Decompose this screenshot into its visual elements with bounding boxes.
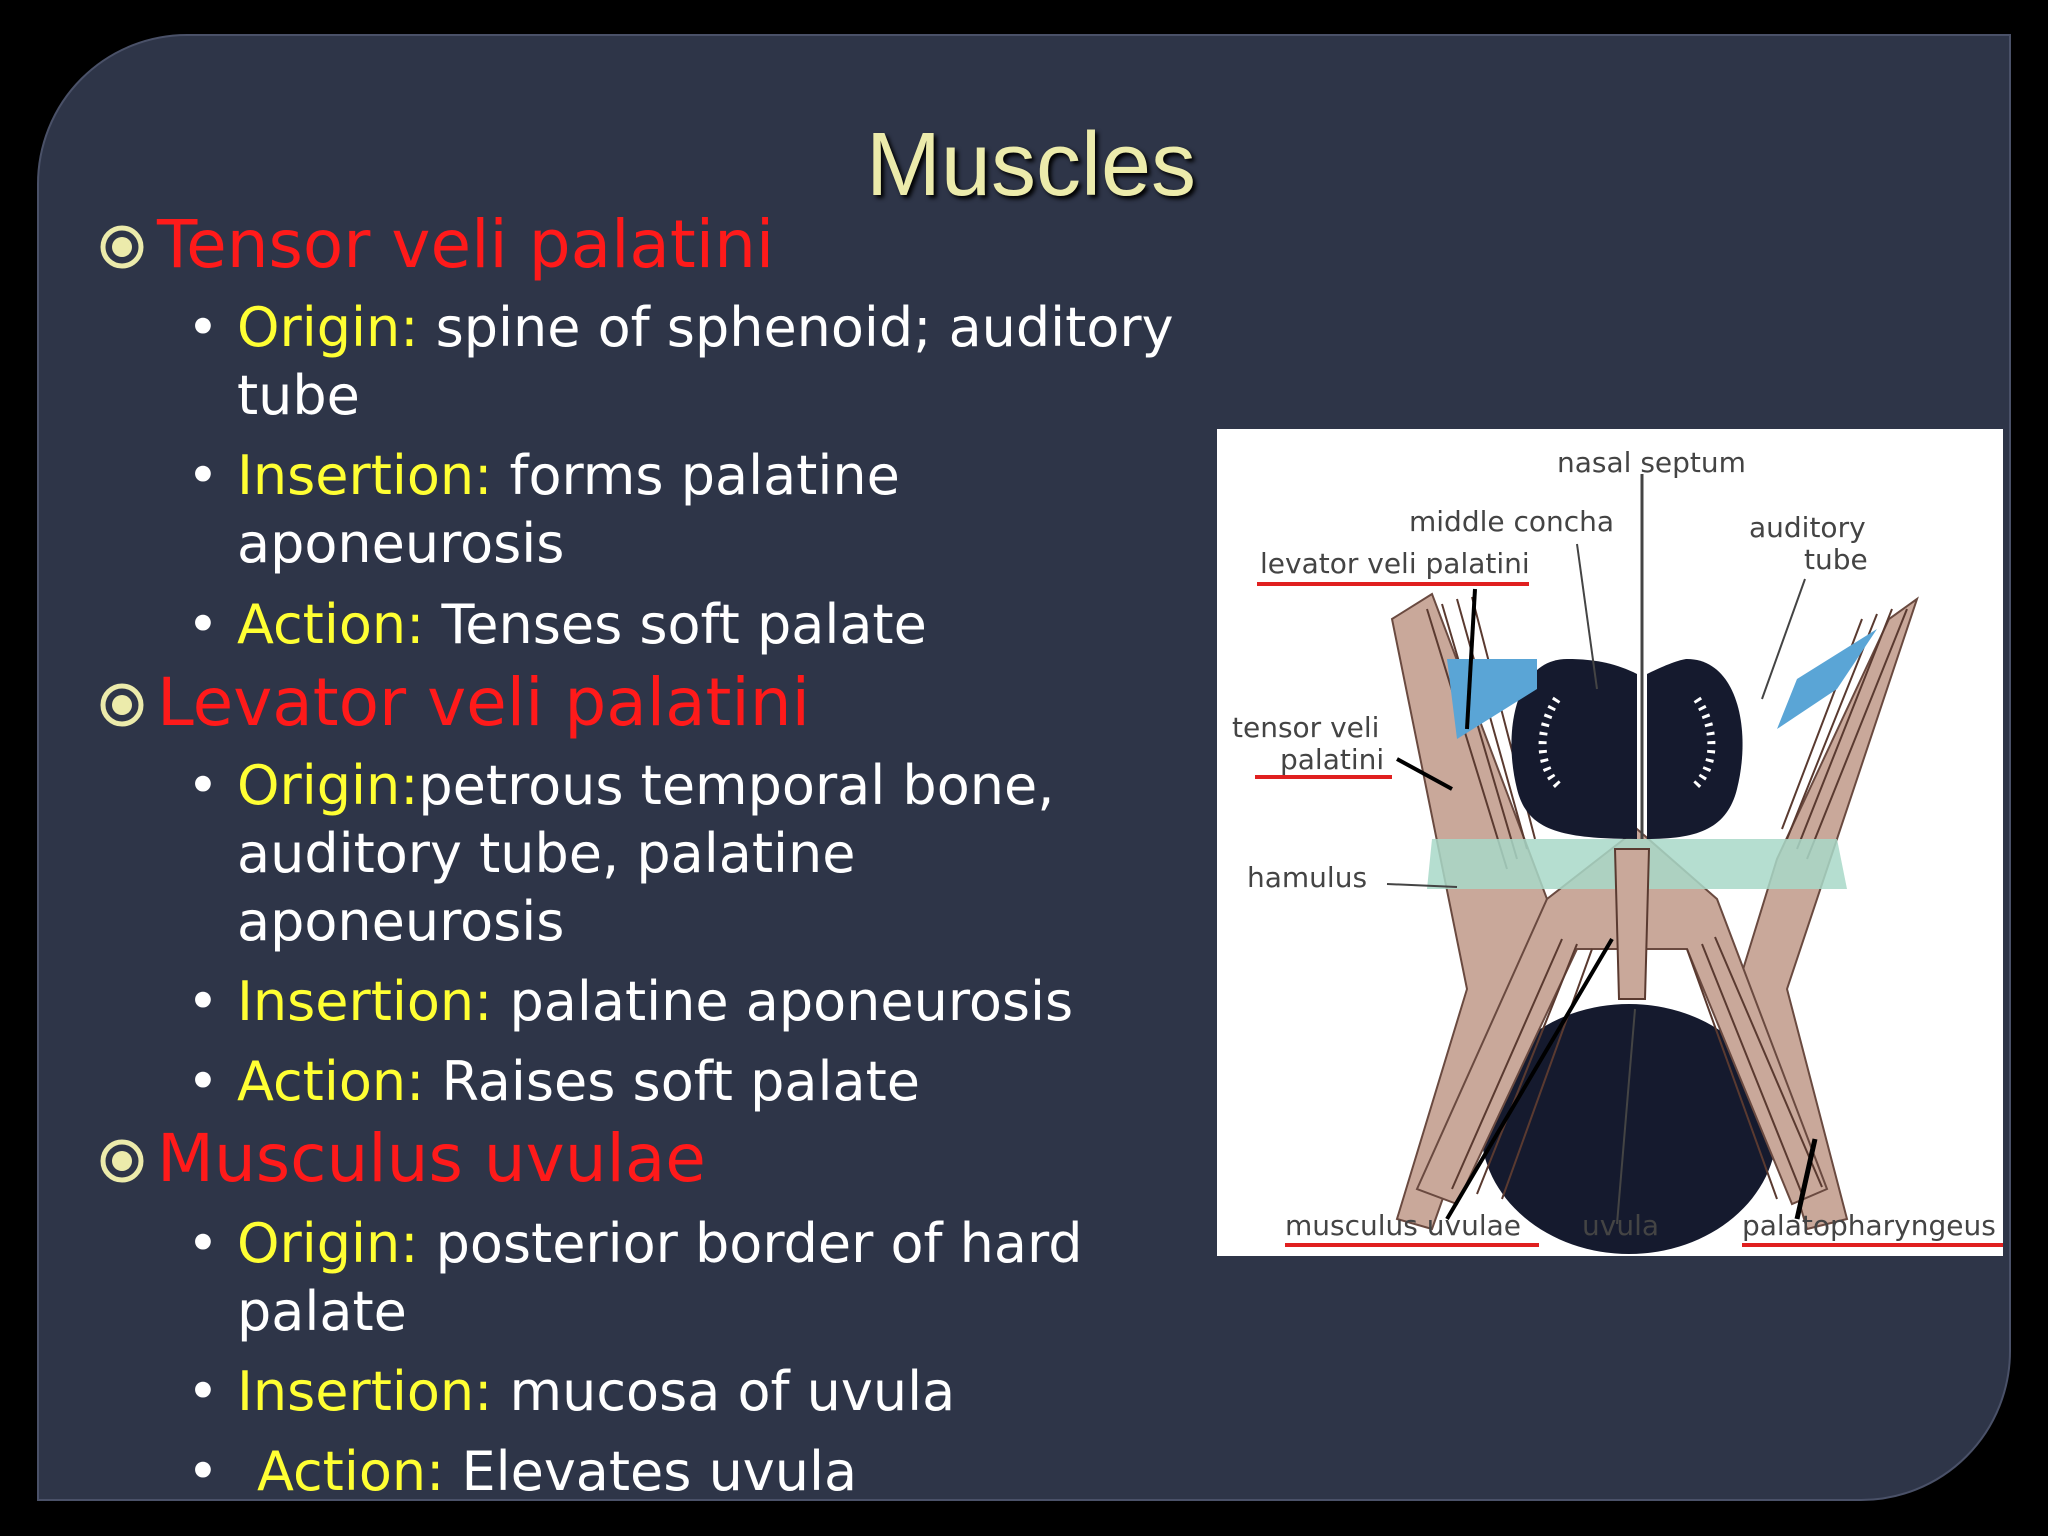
target-bullet-icon xyxy=(100,683,144,727)
bullet-dot-icon: • xyxy=(187,593,219,656)
bullet-item: • Action: Raises soft palate xyxy=(187,1048,1237,1116)
label-auditory-tube-line1: auditory xyxy=(1749,511,1866,544)
section-heading-text: Tensor veli palatini xyxy=(157,206,775,283)
label-tensor-line1: tensor veli xyxy=(1232,711,1379,744)
bullet-dot-icon: • xyxy=(187,1212,219,1275)
target-bullet-icon xyxy=(100,1139,144,1183)
bullet-dot-icon: • xyxy=(187,1440,219,1501)
section-heading-uvulae: Musculus uvulae xyxy=(99,1126,706,1192)
label-hamulus: hamulus xyxy=(1247,861,1367,894)
label-uvula: uvula xyxy=(1582,1209,1659,1242)
bullet-item: • Insertion: forms palatine aponeurosis xyxy=(187,444,900,575)
muscle-fibers xyxy=(1390,592,1919,1231)
bullet-dot-icon: • xyxy=(187,1360,219,1423)
uvula-shape xyxy=(1613,848,1651,1000)
section-heading-levator: Levator veli palatini xyxy=(99,670,810,736)
bullet-item: • Insertion: palatine aponeurosis xyxy=(187,968,1237,1036)
label-auditory-tube-line2: tube xyxy=(1804,543,1868,576)
bullet-item: • Action: Tenses soft palate xyxy=(187,591,1237,659)
anatomy-diagram: nasal septum middle concha auditory tube… xyxy=(1232,446,2003,1254)
oral-cavity-shape xyxy=(1481,1004,1777,1254)
bullet-dot-icon: • xyxy=(187,754,219,817)
bullet-dot-icon: • xyxy=(187,296,219,359)
label-tensor-line2: palatini xyxy=(1280,743,1384,776)
slide: Muscles Tensor veli palatini • Origin: s… xyxy=(37,34,2011,1501)
bullet-dot-icon: • xyxy=(187,1050,219,1113)
bullet-dot-icon: • xyxy=(187,444,219,507)
bullet-item: • Origin: posterior border of hard palat… xyxy=(187,1212,1083,1343)
label-palatopharyngeus: palatopharyngeus xyxy=(1742,1209,1996,1242)
section-heading-text: Musculus uvulae xyxy=(157,1120,706,1197)
label-middle-concha: middle concha xyxy=(1409,505,1614,538)
slide-title: Muscles xyxy=(865,115,1197,215)
auditory-tube-right xyxy=(1777,629,1877,729)
section-heading-tensor: Tensor veli palatini xyxy=(99,212,774,278)
bullet-dot-icon: • xyxy=(187,970,219,1033)
bullet-item: • Origin:petrous temporal bone, auditory… xyxy=(187,754,1055,953)
label-nasal-septum: nasal septum xyxy=(1557,446,1746,479)
label-musculus-uvulae: musculus uvulae xyxy=(1285,1209,1521,1242)
target-bullet-icon xyxy=(100,225,144,269)
bullet-item: • Action: Elevates uvula xyxy=(187,1438,1237,1501)
bullet-item: • Insertion: mucosa of uvula xyxy=(187,1358,1237,1426)
nasal-cavities xyxy=(1511,659,1743,839)
soft-palate-muscles-figure: nasal septum middle concha auditory tube… xyxy=(1217,429,2003,1256)
section-heading-text: Levator veli palatini xyxy=(157,664,810,741)
label-levator-veli-palatini: levator veli palatini xyxy=(1260,547,1530,580)
bullet-item: • Origin: spine of sphenoid; auditory tu… xyxy=(187,296,1174,427)
